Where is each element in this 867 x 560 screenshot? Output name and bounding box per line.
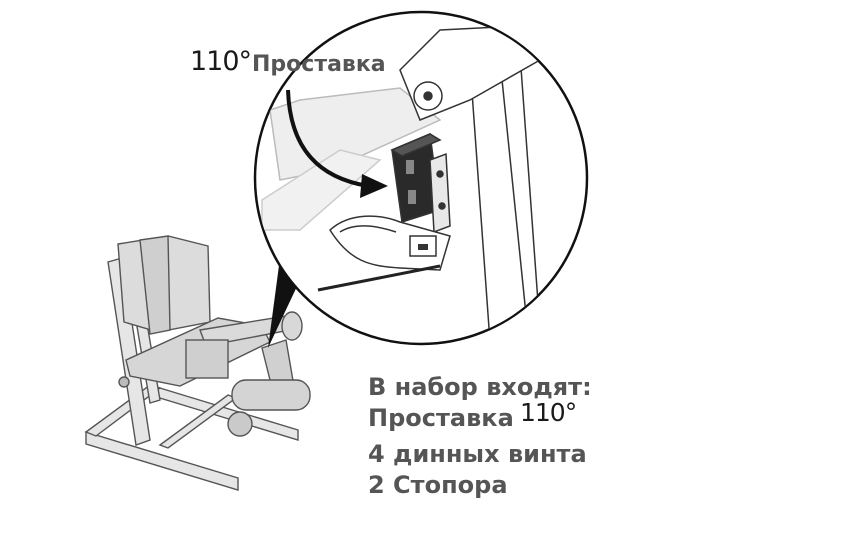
machine-bracket (185, 339, 229, 379)
machine-knob (118, 376, 130, 388)
machine-seat-back-side (139, 235, 171, 335)
machine-roller-end (227, 411, 253, 437)
kit-item-screws: 4 динных винта (368, 440, 587, 468)
detail-side-plate (429, 152, 451, 234)
detail-lower-rail (317, 264, 441, 292)
kit-item-spacer: Проставка (368, 404, 514, 432)
leg-machine-illustration (84, 235, 311, 491)
callout-arrow (286, 89, 369, 188)
kit-item-spacer-angle: 110° (520, 398, 577, 427)
machine-base-front-rail (85, 431, 239, 491)
callout-part-label: Проставка (252, 52, 386, 77)
kit-item-stoppers: 2 Стопора (368, 471, 508, 499)
callout-angle-label: 110° (190, 46, 252, 77)
machine-roller-pad (231, 379, 311, 411)
kit-contents-title: В набор входят: (368, 373, 592, 401)
callout-arrowhead (360, 174, 388, 198)
machine-roller-upper (281, 311, 303, 341)
detail-zoom-view (253, 10, 589, 346)
